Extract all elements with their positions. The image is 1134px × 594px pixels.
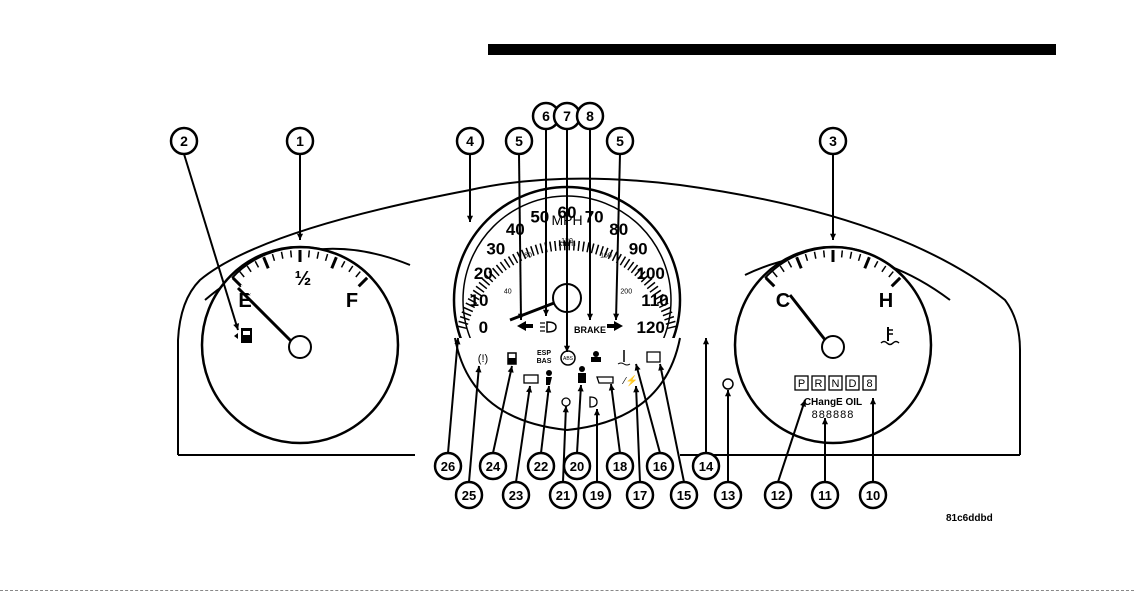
odometer-display: 888888 bbox=[812, 409, 855, 421]
kmh-tick-label: 80 bbox=[524, 252, 532, 259]
callout-number: 20 bbox=[570, 459, 584, 474]
callout-arrowhead bbox=[467, 216, 473, 222]
callout-number: 22 bbox=[534, 459, 548, 474]
mph-tick-label: 20 bbox=[474, 264, 493, 283]
temp-hot-label: H bbox=[879, 290, 893, 312]
seatbelt-warning-light: (!) bbox=[478, 353, 488, 365]
callout-arrowhead bbox=[703, 338, 709, 344]
callout-number: 25 bbox=[462, 488, 476, 503]
esp-indicator: ESP bbox=[537, 350, 551, 357]
callout-number: 7 bbox=[563, 108, 571, 124]
callout-number: 23 bbox=[509, 488, 523, 503]
callout-number: 11 bbox=[818, 488, 832, 503]
callout-number: 3 bbox=[829, 133, 837, 149]
callout-number: 26 bbox=[441, 459, 455, 474]
callout-arrowhead bbox=[725, 390, 731, 396]
fuel-gauge: E ½ F bbox=[202, 247, 398, 443]
gauge-tick bbox=[842, 250, 843, 257]
kmh-tick-label: 40 bbox=[504, 289, 512, 296]
temp-cold-label: C bbox=[776, 290, 790, 312]
gauge-tick bbox=[309, 250, 310, 257]
bas-indicator: BAS bbox=[537, 358, 552, 365]
callout-number: 4 bbox=[466, 133, 474, 149]
gauge-tick bbox=[824, 250, 825, 257]
gear-label: 8 bbox=[866, 378, 872, 390]
mph-tick-label: 110 bbox=[641, 291, 668, 310]
indicator-13-light bbox=[723, 379, 733, 389]
callout-number: 19 bbox=[590, 488, 604, 503]
callout-number: 1 bbox=[296, 133, 304, 149]
abs-indicator: ABS bbox=[563, 356, 574, 362]
fuel-half-label: ½ bbox=[295, 268, 312, 290]
mph-tick-label: 70 bbox=[585, 207, 604, 226]
callout-arrowhead bbox=[297, 234, 303, 240]
mph-tick-label: 30 bbox=[486, 239, 505, 258]
callout-number: 2 bbox=[180, 133, 188, 149]
callout-number: 5 bbox=[515, 133, 523, 149]
mph-tick-label: 120 bbox=[637, 318, 665, 337]
figure-id: 81c6ddbd bbox=[946, 513, 993, 524]
callout-number: 14 bbox=[699, 459, 714, 474]
charging-system-icon: ⁄⚡ bbox=[621, 374, 638, 387]
gear-label: N bbox=[832, 378, 840, 390]
mph-tick-label: 40 bbox=[506, 220, 525, 239]
kmh-tick-label: 200 bbox=[620, 289, 632, 296]
callout-number: 21 bbox=[556, 488, 570, 503]
gauge-tick bbox=[291, 250, 292, 257]
callout-leader bbox=[448, 338, 458, 453]
fuel-full-label: F bbox=[346, 290, 358, 312]
seatbelt-person-icon bbox=[578, 366, 586, 383]
kmh-tick-label: 160 bbox=[600, 252, 612, 259]
brake-indicator: BRAKE bbox=[574, 325, 606, 335]
gear-label: R bbox=[815, 378, 823, 390]
mph-tick-label: 90 bbox=[629, 239, 648, 258]
mph-tick-label: 100 bbox=[637, 264, 665, 283]
callout-number: 15 bbox=[677, 488, 691, 503]
callout-number: 17 bbox=[633, 488, 647, 503]
page-bottom-rule bbox=[0, 590, 1134, 591]
mph-tick-label: 10 bbox=[470, 291, 489, 310]
gear-indicator-row: PRND8 bbox=[795, 376, 876, 390]
callout-number: 24 bbox=[486, 459, 501, 474]
mph-tick-label: 0 bbox=[479, 318, 488, 337]
callout-number: 6 bbox=[542, 108, 550, 124]
callout-number: 13 bbox=[721, 488, 735, 503]
change-oil-message: CHangE OIL bbox=[804, 397, 862, 408]
callout-arrowhead bbox=[830, 234, 836, 240]
callout-number: 10 bbox=[866, 488, 880, 503]
gear-label: P bbox=[798, 378, 805, 390]
callout-number: 8 bbox=[586, 108, 594, 124]
callout-number: 12 bbox=[771, 488, 785, 503]
callout-number: 16 bbox=[653, 459, 667, 474]
gear-label: D bbox=[849, 378, 857, 390]
callout-number: 18 bbox=[613, 459, 627, 474]
callout-number: 5 bbox=[616, 133, 624, 149]
